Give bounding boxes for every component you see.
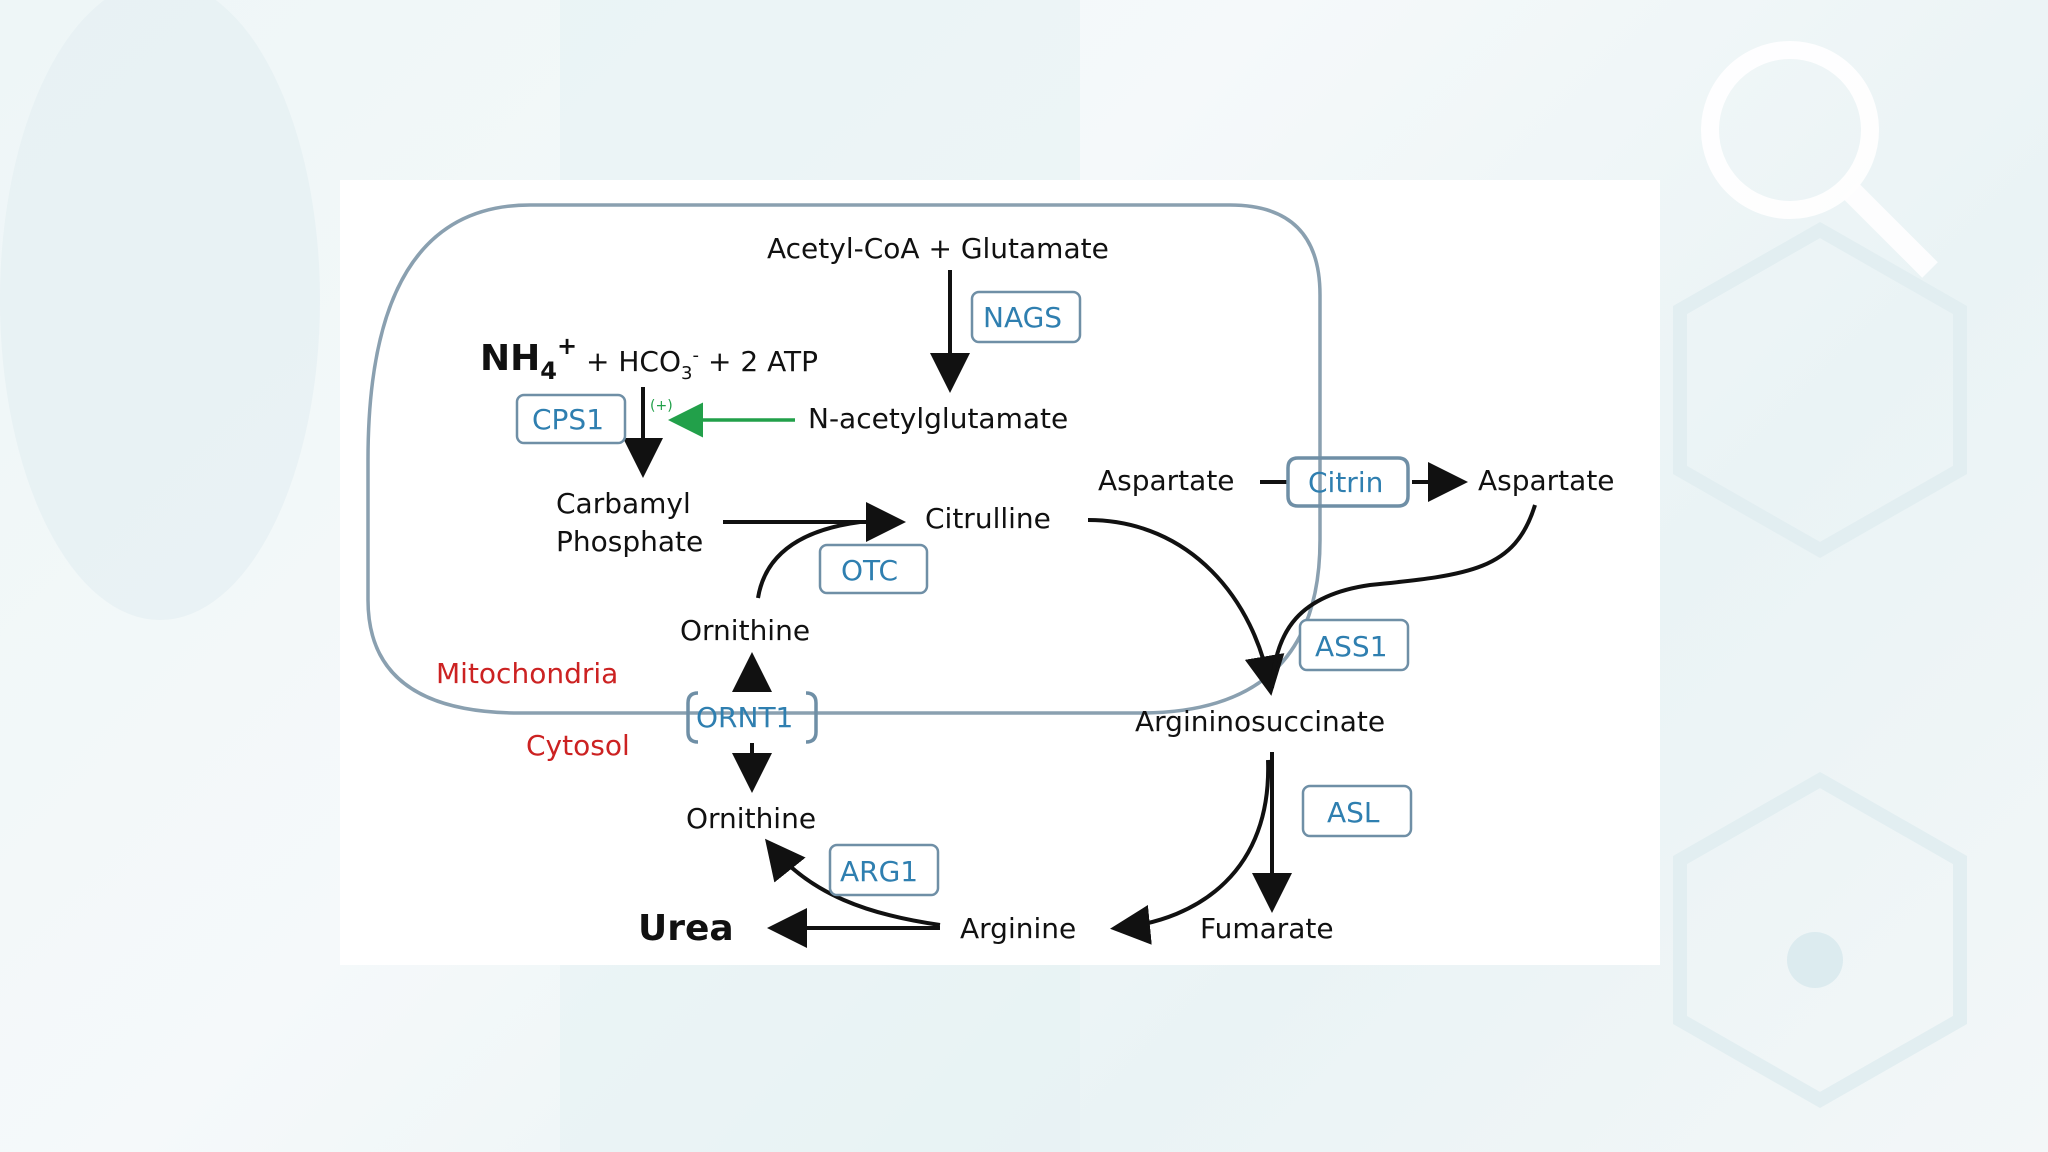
aspartate-mito-label: Aspartate bbox=[1098, 464, 1235, 497]
ornithine-mito-label: Ornithine bbox=[680, 614, 810, 647]
ornithine-cyto-label: Ornithine bbox=[686, 802, 816, 835]
argininosuccinate-label: Argininosuccinate bbox=[1135, 705, 1385, 738]
arginine-label: Arginine bbox=[960, 912, 1076, 945]
phosphate-label: Phosphate bbox=[556, 525, 703, 558]
otc-enzyme-label: OTC bbox=[841, 554, 898, 587]
mitochondria-label: Mitochondria bbox=[436, 657, 618, 690]
cps1-enzyme-label: CPS1 bbox=[532, 403, 604, 436]
acetyl-coa-glutamate-label: Acetyl-CoA + Glutamate bbox=[767, 232, 1109, 265]
fumarate-label: Fumarate bbox=[1200, 912, 1334, 945]
urea-label: Urea bbox=[638, 908, 734, 949]
citrin-transporter-label: Citrin bbox=[1308, 466, 1383, 499]
nags-enzyme-label: NAGS bbox=[983, 301, 1062, 334]
arrow-citrulline-to-argininosuccinate bbox=[1087, 518, 1285, 696]
nh4-label: NH4+ bbox=[480, 332, 577, 385]
arrow-aspartate-to-argininosuccinate bbox=[1270, 504, 1537, 689]
citrulline-label: Citrulline bbox=[925, 502, 1051, 535]
arg1-enzyme-label: ARG1 bbox=[840, 855, 918, 888]
arrow-arginine-to-ornithine bbox=[764, 838, 941, 927]
ass1-enzyme-label: ASS1 bbox=[1315, 630, 1388, 663]
mitochondria-membrane bbox=[366, 203, 1322, 715]
arrow-ornithine-to-citrulline bbox=[756, 520, 861, 599]
arrow-argininosuccinate-to-arginine bbox=[1110, 759, 1271, 945]
aspartate-cyto-label: Aspartate bbox=[1478, 464, 1615, 497]
asl-enzyme-label: ASL bbox=[1327, 796, 1380, 829]
atp-label: + 2 ATP bbox=[708, 345, 818, 378]
activation-label: (+) bbox=[650, 398, 673, 414]
hco3-label: + HCO3- bbox=[586, 345, 699, 384]
cytosol-label: Cytosol bbox=[526, 729, 630, 762]
n-acetylglutamate-label: N-acetylglutamate bbox=[808, 402, 1068, 435]
ornt1-transporter-label: ORNT1 bbox=[696, 701, 793, 734]
carbamyl-label: Carbamyl bbox=[556, 487, 691, 520]
